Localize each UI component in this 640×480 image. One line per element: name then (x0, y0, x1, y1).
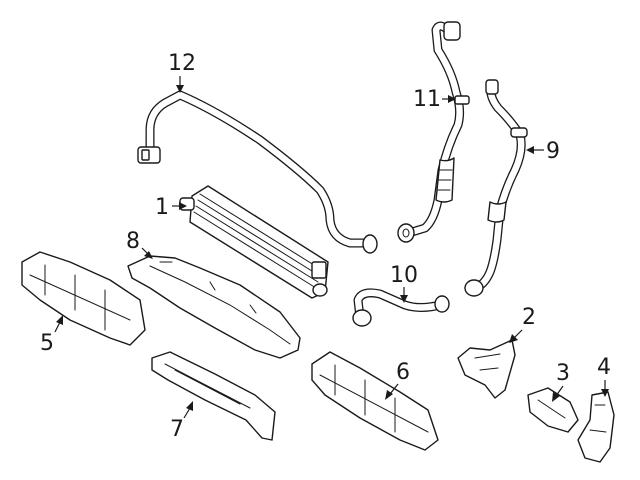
callout-12: 12 (168, 51, 196, 93)
svg-text:3: 3 (556, 361, 570, 386)
callout-8: 8 (126, 229, 153, 259)
svg-text:2: 2 (522, 305, 536, 330)
part-2-bracket (457, 339, 516, 399)
callout-1: 1 (155, 195, 187, 220)
part-10-lower-hose (352, 288, 450, 327)
part-6-air-duct (311, 351, 439, 451)
part-5-air-duct (21, 251, 146, 346)
callout-10: 10 (390, 263, 418, 303)
svg-text:11: 11 (413, 87, 441, 112)
callout-2: 2 (509, 305, 536, 343)
callout-6: 6 (385, 360, 410, 400)
part-4-bracket (577, 391, 615, 463)
part-3-bracket (527, 387, 579, 433)
svg-text:5: 5 (40, 331, 54, 356)
part-8-air-guide (127, 255, 301, 359)
part-12-upper-hose (137, 90, 378, 254)
part-11-coolant-hose (397, 21, 470, 243)
svg-text:8: 8 (126, 229, 140, 254)
callout-7: 7 (170, 401, 193, 442)
callout-4: 4 (597, 355, 611, 397)
callout-3: 3 (552, 361, 570, 402)
svg-text:6: 6 (396, 360, 410, 385)
callout-5: 5 (40, 315, 63, 356)
svg-text:4: 4 (597, 355, 611, 380)
part-1-oil-cooler (179, 185, 329, 299)
callout-9: 9 (526, 139, 560, 164)
part-7-deflector (151, 351, 276, 441)
svg-text:12: 12 (168, 51, 196, 76)
callout-11: 11 (413, 87, 456, 112)
svg-text:1: 1 (155, 195, 169, 220)
svg-text:10: 10 (390, 263, 418, 288)
svg-text:9: 9 (546, 139, 560, 164)
svg-text:7: 7 (170, 417, 184, 442)
part-9-coolant-hose (464, 79, 528, 297)
